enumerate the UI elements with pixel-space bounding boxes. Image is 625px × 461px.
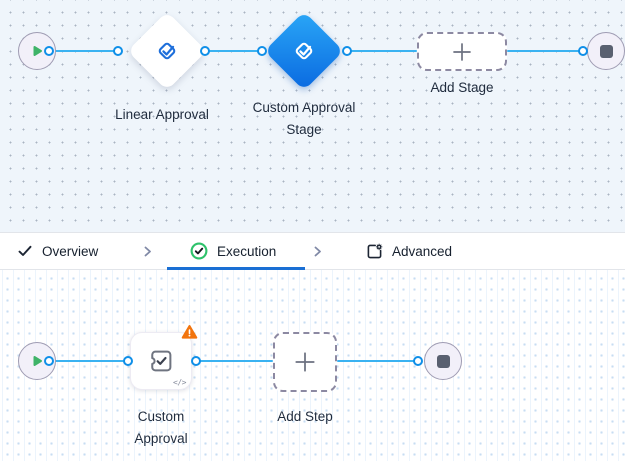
tab-advanced[interactable]: Advanced <box>366 233 452 269</box>
end-node[interactable] <box>424 342 462 380</box>
play-icon <box>33 46 42 56</box>
plus-icon <box>453 42 471 61</box>
add-stage-button[interactable] <box>417 32 507 71</box>
approval-icon <box>153 37 181 65</box>
step-node-custom-approval[interactable]: </> <box>130 325 198 390</box>
custom-step-icon <box>151 350 172 372</box>
stage-node-linear-approval[interactable] <box>127 11 207 91</box>
tab-label: Advanced <box>392 243 453 259</box>
connection-port[interactable] <box>44 356 54 366</box>
stop-icon <box>599 44 613 58</box>
stage-label-linear-approval: Linear Approval <box>115 107 209 122</box>
code-badge: </> <box>173 378 186 387</box>
tab-overview[interactable]: Overview <box>17 233 98 269</box>
check-icon <box>18 245 32 256</box>
connection-port[interactable] <box>123 356 133 366</box>
stage-canvas[interactable]: Linear Approval Custom Approval Stage Ad… <box>0 0 625 232</box>
stage-node-custom-approval-stage[interactable] <box>264 11 344 91</box>
tab-execution[interactable]: Execution <box>190 233 276 269</box>
add-step-button[interactable] <box>273 332 337 392</box>
plus-icon <box>295 352 315 372</box>
edge <box>49 359 128 363</box>
step-label-custom-approval: Custom Approval <box>134 409 188 446</box>
tab-label: Overview <box>42 243 99 259</box>
connection-port[interactable] <box>44 46 54 56</box>
connection-port[interactable] <box>257 46 267 56</box>
step-canvas[interactable]: </> Custom Approval Add Step <box>0 270 625 461</box>
stage-tab-bar: Overview Execution Advanc <box>0 232 625 270</box>
advanced-settings-icon <box>367 243 383 258</box>
connection-port[interactable] <box>200 46 210 56</box>
active-tab-indicator <box>167 267 305 270</box>
edge <box>507 49 583 53</box>
connection-port[interactable] <box>578 46 588 56</box>
edge <box>196 359 273 363</box>
edge <box>337 359 418 363</box>
tab-label: Execution <box>217 243 277 259</box>
approval-icon <box>290 37 318 65</box>
connection-port[interactable] <box>191 356 201 366</box>
connection-port[interactable] <box>413 356 423 366</box>
check-circle-icon <box>190 242 208 260</box>
stage-label-custom-approval-stage: Custom Approval Stage <box>252 100 356 137</box>
edge <box>49 49 118 53</box>
connection-port[interactable] <box>342 46 352 56</box>
edge <box>205 49 262 53</box>
connection-port[interactable] <box>113 46 123 56</box>
play-icon <box>33 356 42 366</box>
chevron-right-icon <box>141 245 154 258</box>
add-step-label: Add Step <box>277 409 333 424</box>
end-node[interactable] <box>587 32 625 70</box>
add-stage-label: Add Stage <box>430 80 494 95</box>
warning-icon <box>181 324 198 340</box>
stop-icon <box>436 354 450 368</box>
edge <box>347 49 417 53</box>
chevron-right-icon <box>311 245 324 258</box>
